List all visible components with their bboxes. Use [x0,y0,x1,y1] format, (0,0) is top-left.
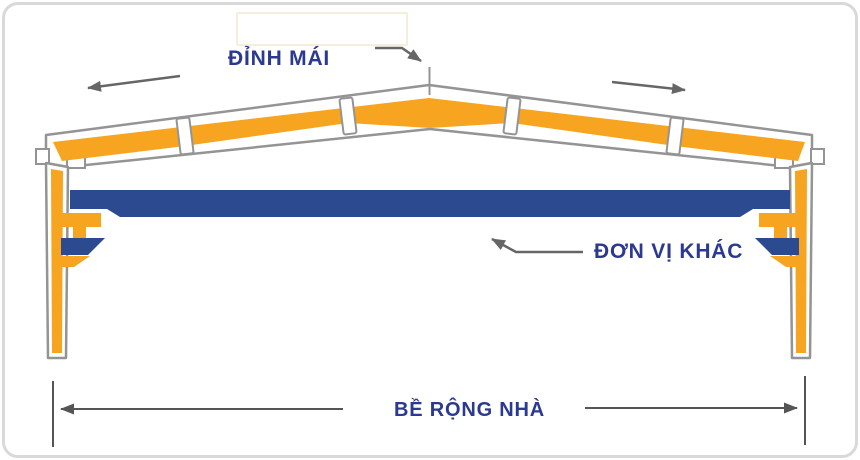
splice-plate [338,96,358,136]
corbel-sliver [770,256,799,267]
left-column-steel [51,169,63,353]
corbel-wedge [61,238,105,255]
rafter-steel [53,98,805,161]
watermark-box [236,12,408,46]
corbel-stem [774,227,787,240]
splice-plates [175,96,685,156]
corbel-wedge [755,238,799,255]
corbel-stem [73,227,86,240]
right-slope-arrow [611,80,686,95]
width-dimension [52,376,806,447]
roof-peak-arrow [375,46,422,63]
corbel-top-plate [61,213,101,227]
other-unit-arrow [491,237,583,254]
roof-peak-label: ĐỈNH MÁI [228,47,331,70]
right-eave-plate [810,148,825,165]
left-eave-plate [35,148,50,165]
building-width-label: BỀ RỘNG NHÀ [394,399,546,421]
left-slope-arrow [87,74,181,92]
right-corbel-bracket [755,213,799,267]
splice-plate [502,96,522,136]
corbel-sliver [61,256,90,267]
left-corbel-bracket [61,213,105,267]
splice-plate [175,116,195,156]
crane-beam [70,190,790,217]
splice-plate [665,116,685,156]
other-unit-label: ĐƠN VỊ KHÁC [594,240,744,263]
corbel-top-plate [759,213,799,227]
